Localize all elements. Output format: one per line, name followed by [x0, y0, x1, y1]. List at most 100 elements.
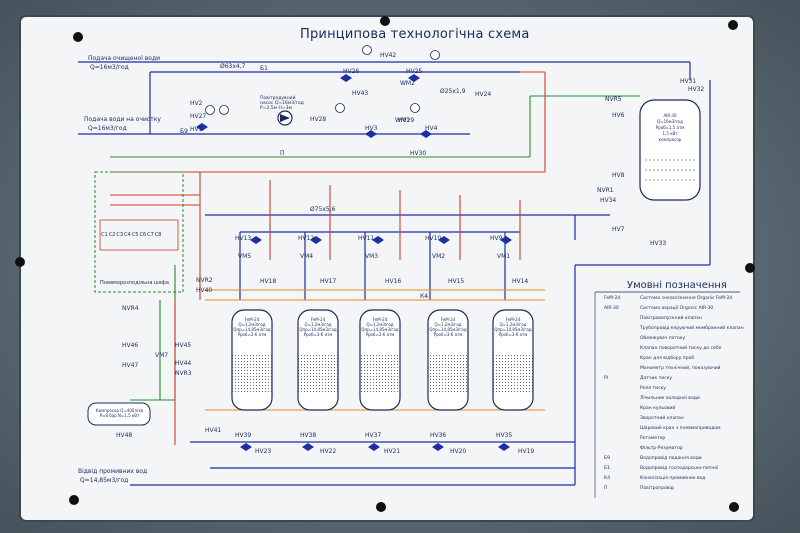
pipe-tag: Ø75x5,6 [310, 206, 336, 213]
valve-tag: HV28 [310, 116, 327, 123]
valve-tag: HV11 [358, 235, 375, 242]
valve-tag: VM2 [432, 253, 446, 260]
filter-spec: Рроб=3-6 атм [433, 332, 463, 337]
valve-tag: HV1 [190, 126, 203, 133]
valve-tag: HV32 [688, 86, 705, 93]
scheme-title: Принципова технологічна схема [300, 27, 530, 42]
legend-row: Каналізація промивних вод [640, 476, 706, 481]
valve-tag: HV45 [175, 342, 192, 349]
filter-spec: Q=1,2м3/год [499, 322, 527, 327]
output-backwash-flow: Q=14,85м3/год [80, 477, 129, 484]
valve-tag: HV26 [343, 68, 360, 75]
filter-spec: Qпр=14,85м3/год [361, 327, 399, 332]
valve-tag: HV12 [298, 235, 315, 242]
legend-row: Фільтр-Резуматор [640, 446, 683, 451]
valve-tag: NVR5 [605, 96, 622, 103]
input-cleaned-flow: Q=16м3/год [90, 64, 129, 71]
filter-vessels [231, 309, 534, 411]
valve-tag: HV6 [612, 112, 625, 119]
compressor-label: Компресор Q=400л/хв Р=8 бар N=1,5 кВт [95, 408, 144, 418]
filter-name: FeM-24 [440, 317, 456, 322]
pipe-tag: К4 [420, 293, 429, 300]
valve-tag: HV48 [116, 432, 133, 439]
legend-title: Умовні позначення [627, 280, 727, 291]
legend-code: FeM-24 [604, 296, 621, 301]
filter-name: FeM-24 [244, 317, 260, 322]
valve-tag: HV30 [410, 150, 427, 157]
legend-code: К4 [604, 476, 611, 481]
valve-tag: HV43 [352, 90, 369, 97]
valve-tag: HV34 [600, 197, 617, 204]
valve-tag: HV20 [450, 448, 467, 455]
legend-row: Кран кульовий [640, 406, 676, 411]
input-cleaned-water: Подача очищеної води [88, 55, 161, 62]
valve-tag: HV3 [365, 125, 378, 132]
aeration-name: AIR-30 [663, 113, 677, 118]
legend-row: Повітропровід [640, 486, 674, 491]
mounting-screws [15, 16, 755, 512]
valve-tag: HV8 [612, 172, 625, 179]
valve-tag: HV22 [320, 448, 337, 455]
valve-tag: HV24 [475, 91, 492, 98]
legend-row: Манометр технічний, показуючий [640, 366, 721, 371]
pipe-tag: Ø25x1,9 [440, 88, 466, 95]
valve-tag: WM1 [395, 117, 410, 124]
cabinet-cell: C3 [116, 232, 124, 238]
legend-code: Б1 [604, 466, 610, 471]
cabinet-cell: C7 [147, 232, 154, 238]
valve-tag: WM2 [400, 80, 415, 87]
legend-row: Водопровід господарсько-питної [640, 466, 719, 471]
legend-row: Обмежувач потоку [640, 336, 686, 341]
valve-tag: HV25 [406, 68, 423, 75]
valve-tag: HV37 [365, 432, 382, 439]
filter-spec: Qпр=14,85м3/год [299, 327, 337, 332]
cabinet-cell: C2 [108, 232, 116, 238]
valve-tag: HV19 [518, 448, 535, 455]
valve-tag: HV21 [384, 448, 401, 455]
valve-tag: HV44 [175, 360, 192, 367]
legend-row: Клапан поворотний тиску до себе [640, 346, 722, 351]
valve-tag: NVR2 [196, 277, 213, 284]
aeration-line: Рроб=1,5 атм [655, 125, 685, 130]
cabinet-cell: C4 [124, 232, 131, 238]
filter-spec: Рроб=3-6 атм [365, 332, 395, 337]
input-raw-flow: Q=16м3/год [88, 125, 127, 132]
gauge-symbols [205, 45, 440, 115]
valve-tag: HV16 [385, 278, 402, 285]
valve-tag: HV17 [320, 278, 337, 285]
aeration-column [639, 99, 701, 201]
legend-row: Система аерації Organic AIR-30 [640, 306, 714, 311]
valve-tag: HV7 [612, 226, 625, 233]
filter-name: FeM-24 [372, 317, 388, 322]
water-pipes-b1 [78, 61, 711, 486]
filter-spec: Qпр=14,85м3/год [429, 327, 467, 332]
valve-tag: HV38 [300, 432, 317, 439]
legend-code: П [604, 486, 608, 491]
valve-tag: HV36 [430, 432, 447, 439]
filter-spec: Q=1,2м3/год [238, 322, 266, 327]
valve-tag: HV2 [190, 100, 203, 107]
legend-row: Шаровий кран з пневмоприводом [640, 426, 721, 431]
valve-tag: HV9 [490, 235, 503, 242]
valve-tag: HV33 [650, 240, 667, 247]
backwash-pipes-k4 [110, 71, 546, 445]
input-raw-water: Подача води на очистку [84, 116, 161, 123]
legend-row: Кран для відбору проб [640, 356, 695, 361]
cabinet-cells [99, 219, 179, 251]
compressor [87, 402, 151, 426]
valve-tag: VM1 [497, 253, 511, 260]
cabinet-cell: C8 [154, 232, 162, 238]
valve-tag: HV35 [496, 432, 513, 439]
valve-tag: HV10 [425, 235, 442, 242]
cabinet-cell: C5 [131, 232, 139, 238]
filter-spec: Рроб=3-6 атм [237, 332, 267, 337]
aeration-line: Q=16м3/год [657, 119, 683, 124]
cabinet-cells-row: C1 C2 C3 C4 C5 C6 C7 C8 [101, 232, 162, 238]
valve-tag: HV31 [680, 78, 697, 85]
filter-spec: Рроб=3-6 атм [498, 332, 528, 337]
valve-tag: NVR4 [122, 305, 139, 312]
valve-tag: HV4 [425, 125, 438, 132]
